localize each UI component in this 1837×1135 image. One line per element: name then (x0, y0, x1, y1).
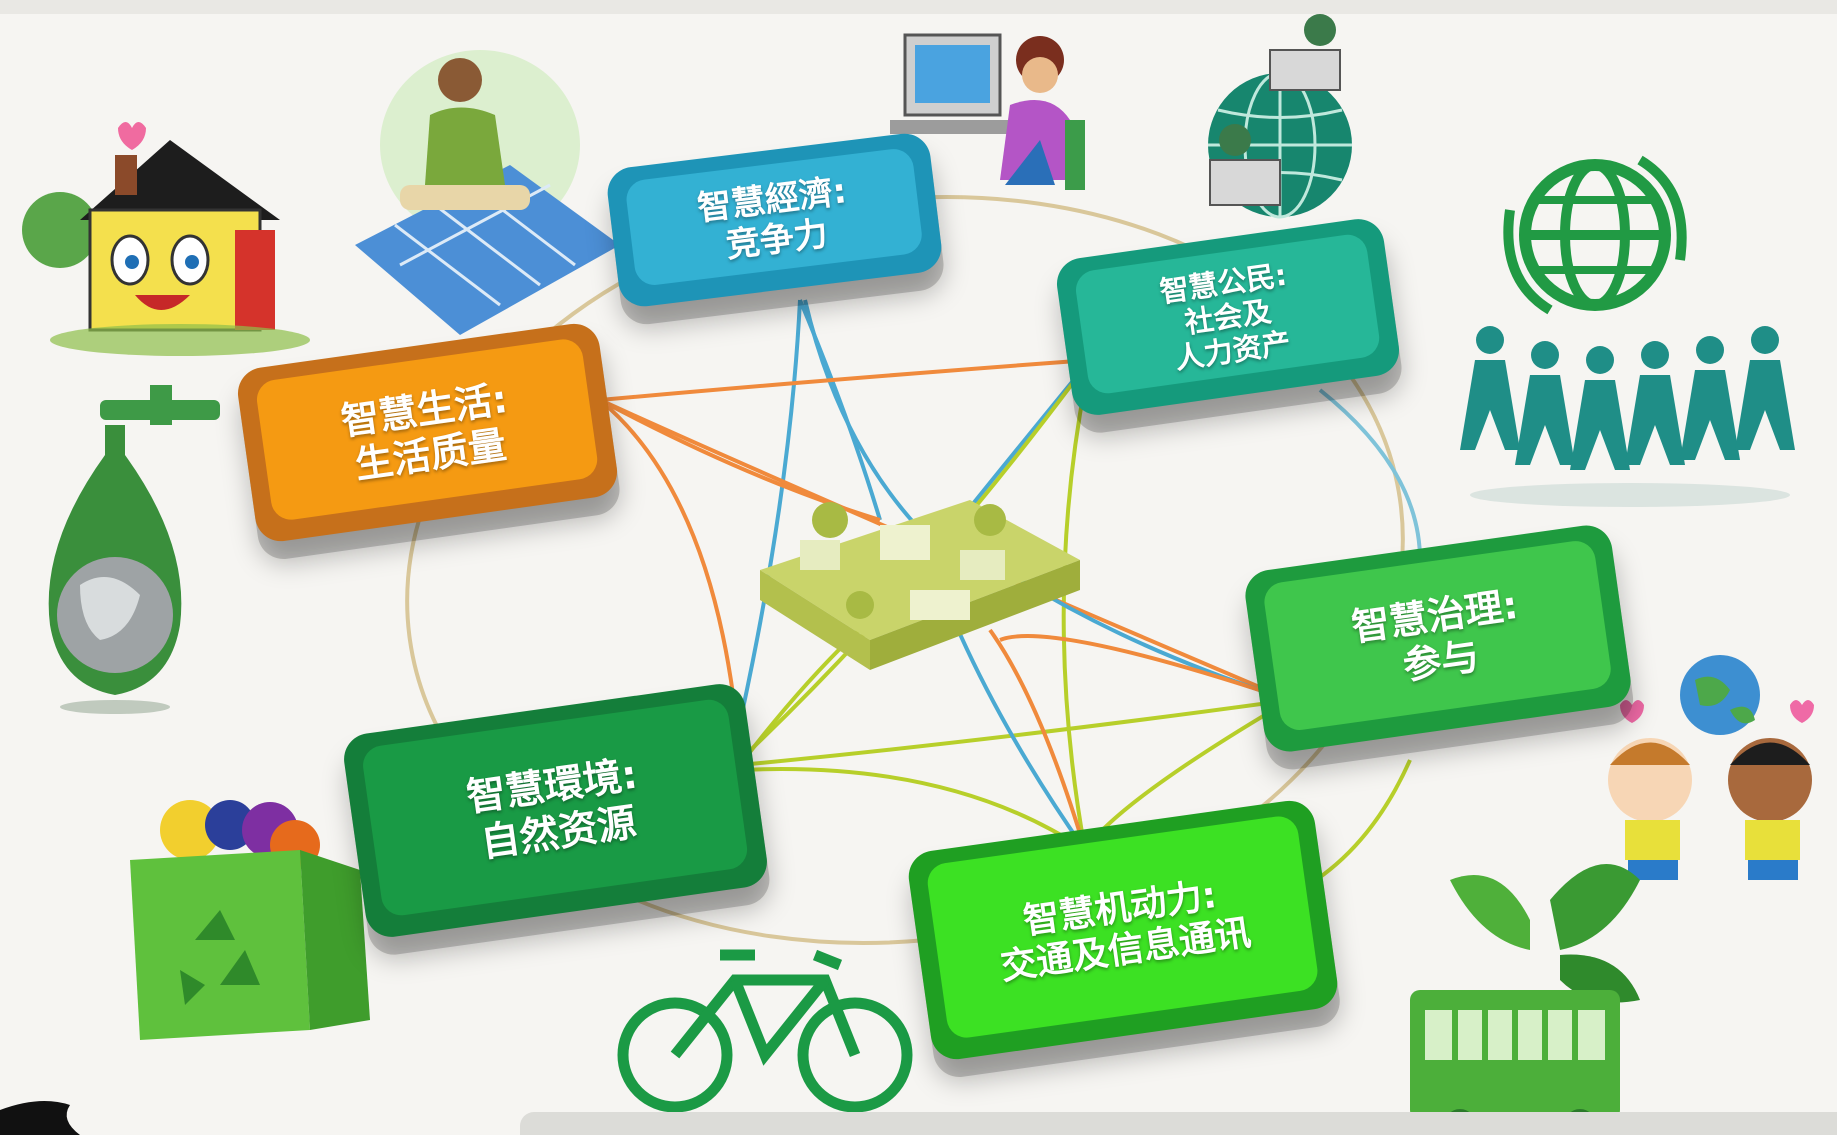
city-block-icon (760, 500, 1080, 670)
global-network-icon (1208, 14, 1352, 219)
corner-brush-icon (0, 1101, 80, 1135)
globe-recycle-icon (1503, 155, 1687, 315)
green-tram-icon (1380, 864, 1650, 1135)
ring-blue-arc (1318, 388, 1422, 561)
bottom-bar (520, 1112, 1837, 1135)
recycle-bag-icon (130, 800, 370, 1040)
solar-panel-worker-icon (355, 50, 620, 335)
kids-globe-icon (1608, 655, 1814, 880)
bicycle-icon (617, 949, 913, 1113)
house-icon (22, 122, 310, 356)
people-chain-icon (1460, 326, 1795, 507)
water-drop-earth-icon (48, 385, 220, 714)
top-bar (0, 0, 1837, 14)
node-smart-governance-subtitle: 参与 (1400, 633, 1482, 688)
computer-user-icon (890, 33, 1085, 190)
